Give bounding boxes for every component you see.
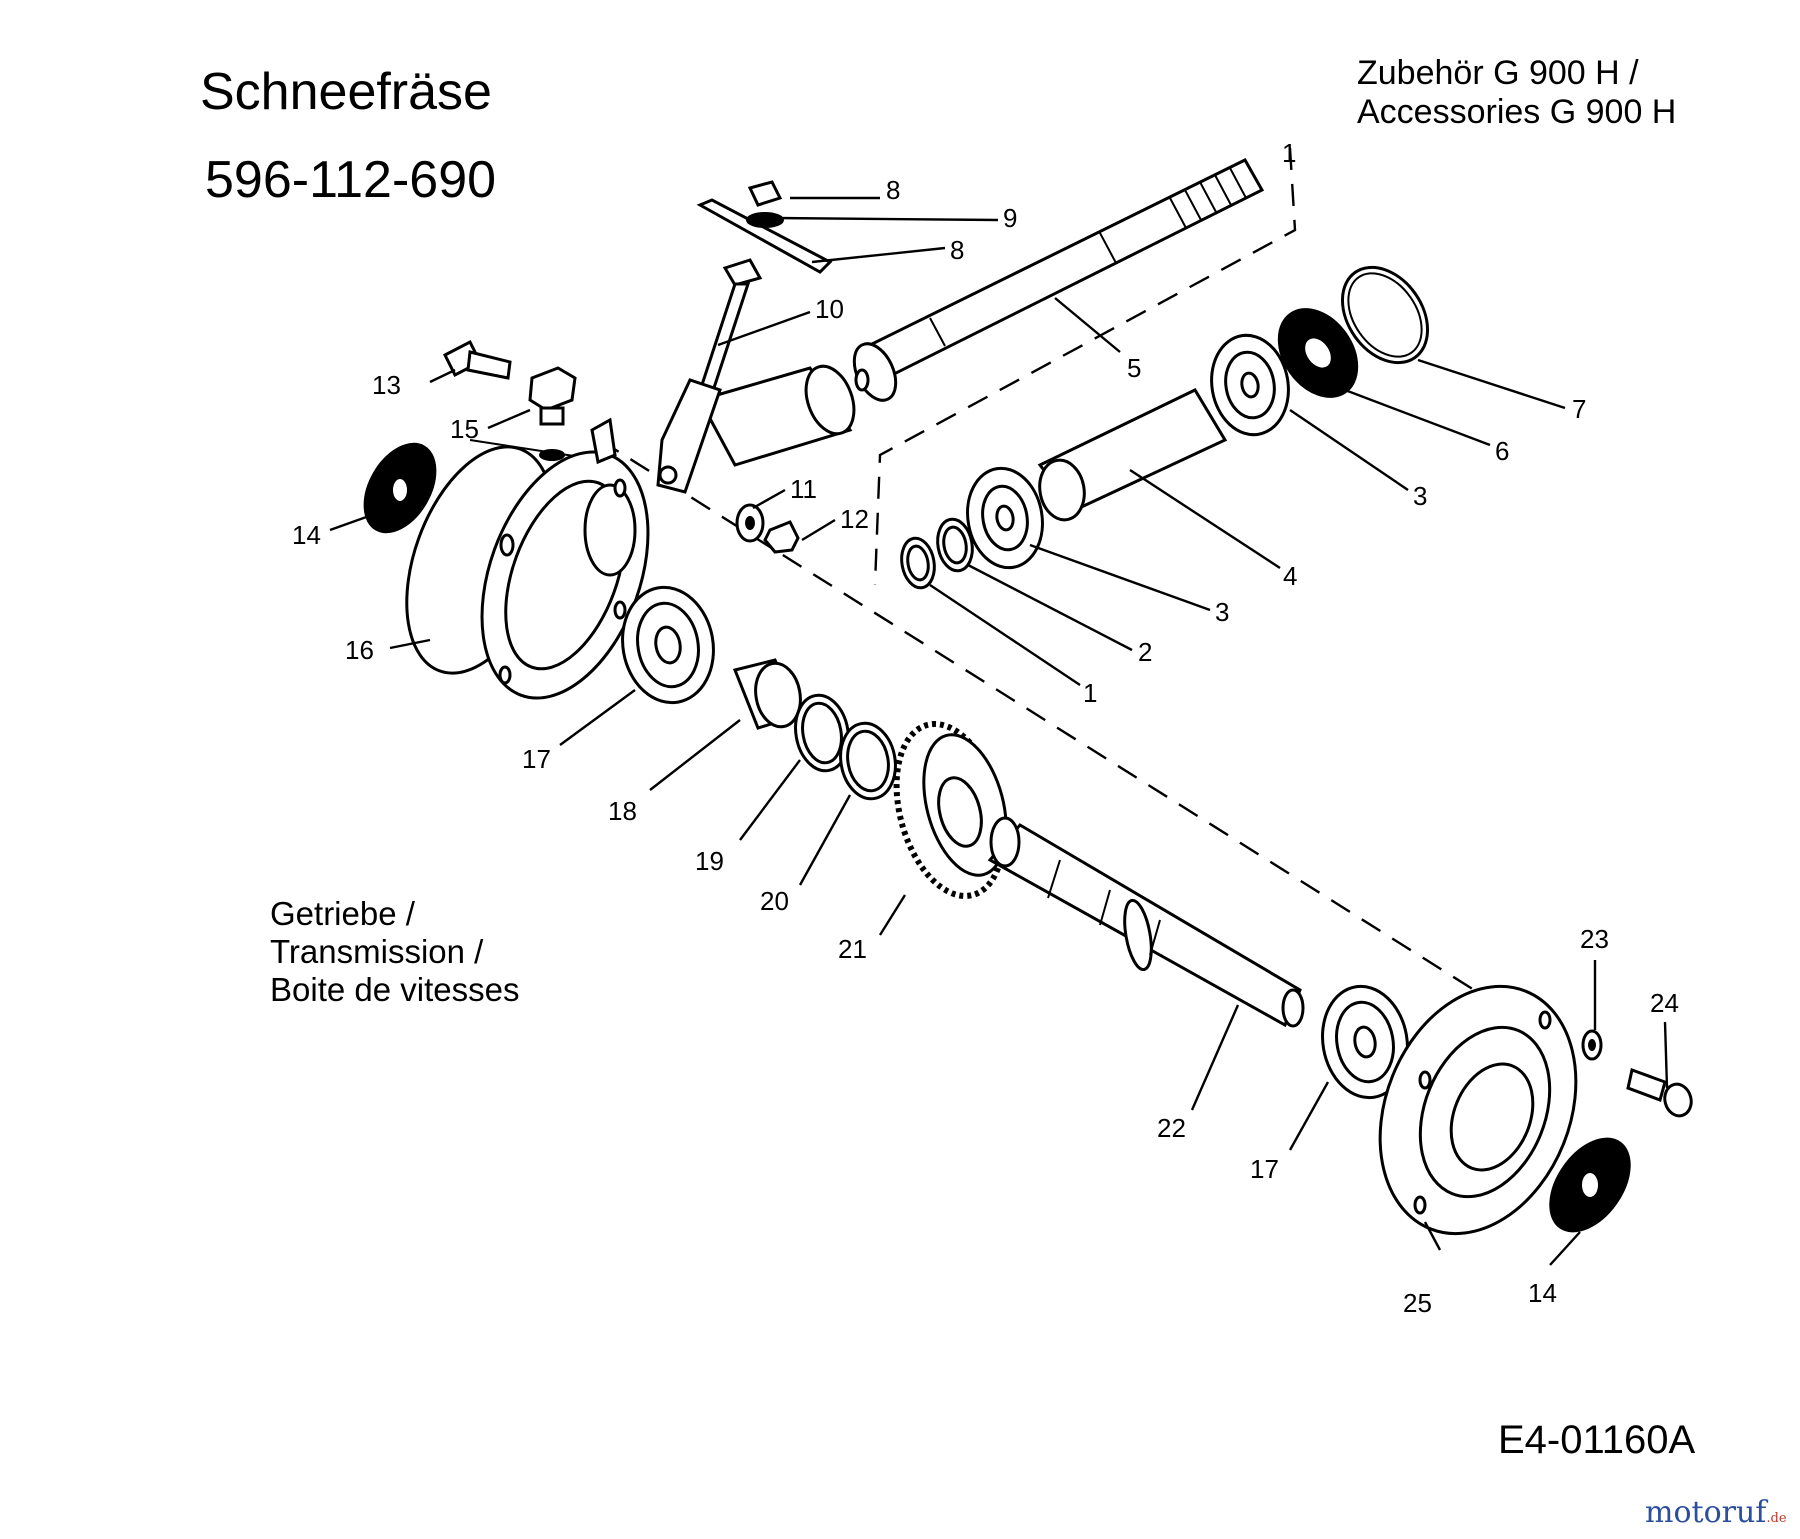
callout-23: 23 xyxy=(1580,924,1609,954)
callout-1-top: 1 xyxy=(1282,138,1296,168)
accessories-label-en: Accessories G 900 H xyxy=(1357,93,1677,131)
part-housing-sleeve xyxy=(697,364,856,467)
part-lower-bearing-17-left xyxy=(621,585,715,705)
callout-9: 9 xyxy=(1003,203,1017,233)
callout-8-bottom: 8 xyxy=(950,235,964,265)
callout-13: 13 xyxy=(372,370,401,400)
part-seal-14-left xyxy=(363,442,437,534)
callout-16: 16 xyxy=(345,635,374,665)
watermark-suffix: .de xyxy=(1766,1511,1787,1526)
callout-3-lower: 3 xyxy=(1215,597,1229,627)
callout-3-upper: 3 xyxy=(1413,481,1427,511)
callout-14-left: 14 xyxy=(292,520,321,550)
part-shift-linkage xyxy=(590,180,833,494)
callout-11: 11 xyxy=(790,474,817,504)
assembly-dashed-lines xyxy=(599,147,1491,1002)
accessories-label-de: Zubehör G 900 H / xyxy=(1357,54,1639,92)
part-bevel-gear-21 xyxy=(893,721,1008,899)
model-part-number: 596-112-690 xyxy=(205,151,497,209)
section-label-en: Transmission / xyxy=(270,933,484,970)
callout-10: 10 xyxy=(815,294,844,324)
part-housing-cover-25 xyxy=(1378,984,1578,1236)
diagram-code: E4-01160A xyxy=(1498,1418,1696,1462)
part-bolt-13 xyxy=(442,339,512,380)
part-washer-11-nut-12 xyxy=(735,503,800,554)
watermark-main: motoruf xyxy=(1645,1495,1767,1530)
callout-12: 12 xyxy=(840,504,869,534)
part-washer-23 xyxy=(1581,1029,1603,1061)
callout-17-right: 17 xyxy=(1250,1154,1279,1184)
callout-4: 4 xyxy=(1283,561,1297,591)
callout-6: 6 xyxy=(1495,436,1509,466)
part-lower-shaft-22 xyxy=(987,816,1305,1028)
part-shims-19-20 xyxy=(794,693,897,801)
callout-25: 25 xyxy=(1403,1288,1432,1318)
part-screw-24 xyxy=(1626,1068,1693,1118)
watermark-logo: motoruf.de xyxy=(1645,1495,1787,1530)
part-upper-shaft xyxy=(852,158,1265,402)
part-spacer-18 xyxy=(732,658,803,730)
callout-2: 2 xyxy=(1138,637,1152,667)
part-lower-bearing-17-right xyxy=(1321,984,1409,1100)
callout-8-top: 8 xyxy=(886,175,900,205)
callout-22: 22 xyxy=(1157,1113,1186,1143)
part-upper-bearings-set xyxy=(900,265,1430,590)
part-gear-housing-16 xyxy=(405,439,650,700)
page-title: Schneefräse xyxy=(200,63,492,121)
callout-14-right: 14 xyxy=(1528,1278,1557,1308)
callout-21: 21 xyxy=(838,934,867,964)
callout-numbers: 8 9 8 10 5 1 13 15 14 16 11 12 1 2 3 4 3… xyxy=(292,138,1679,1318)
section-label-de: Getriebe / xyxy=(270,895,415,932)
part-plug-15 xyxy=(528,366,577,461)
callout-19: 19 xyxy=(695,846,724,876)
callout-17-left: 17 xyxy=(522,744,551,774)
callout-7: 7 xyxy=(1572,394,1586,424)
callout-24: 24 xyxy=(1650,988,1679,1018)
callout-15: 15 xyxy=(450,414,479,444)
part-seal-14-right xyxy=(1549,1137,1631,1233)
callout-1-bottom: 1 xyxy=(1083,678,1097,708)
callout-leader-lines xyxy=(329,196,1669,1266)
callout-5: 5 xyxy=(1127,353,1141,383)
section-label-fr: Boite de vitesses xyxy=(270,971,520,1008)
callout-18: 18 xyxy=(608,796,637,826)
callout-20: 20 xyxy=(760,886,789,916)
